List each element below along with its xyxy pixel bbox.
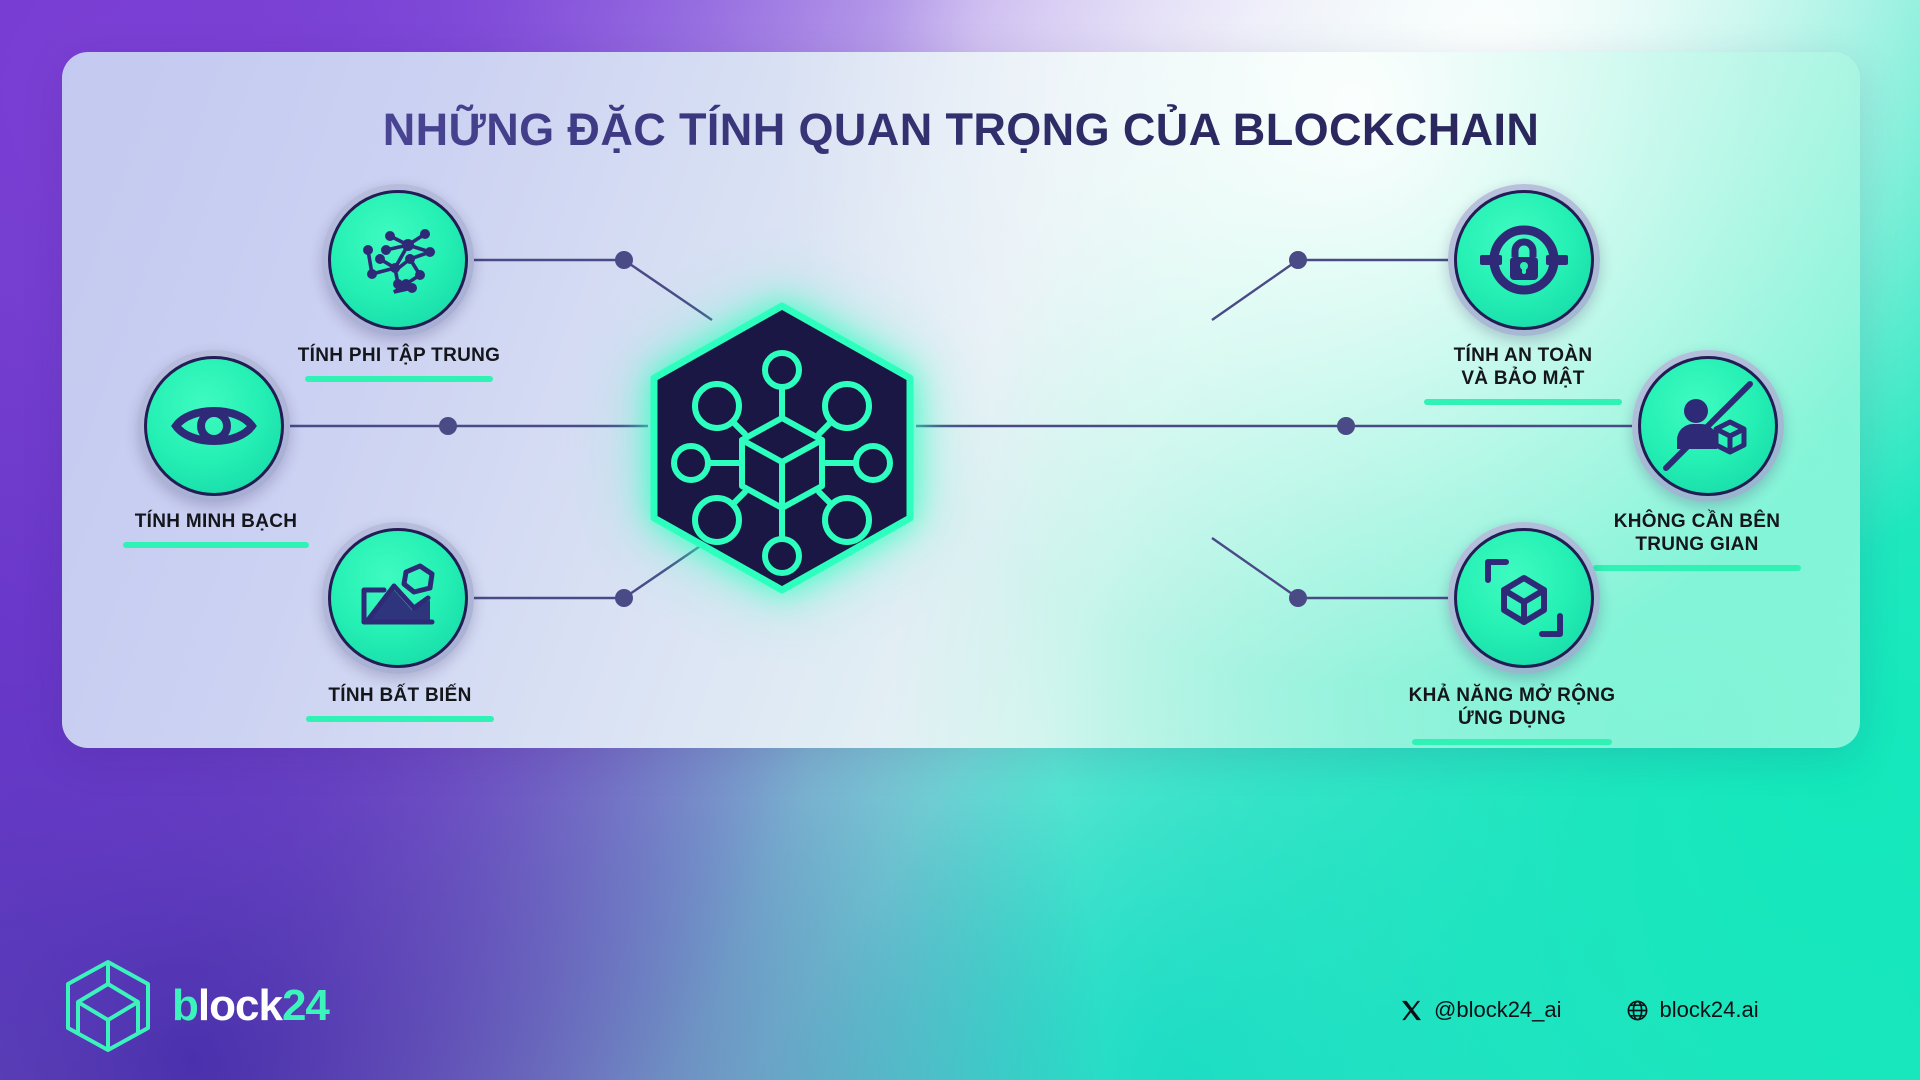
brand-wordmark: block24 [172,981,330,1031]
label-line: TÍNH MINH BẠCH [134,511,298,532]
label-underline [1593,565,1801,572]
label-line: TÍNH AN TOÀN [1453,345,1593,366]
label-underline [1412,739,1612,746]
label-line: KHẢ NĂNG MỞ RỘNG [1408,685,1616,706]
icon-disc [1454,528,1594,668]
social-links: @block24_ai block24.ai [1400,997,1759,1023]
feature-icon-decentralization[interactable] [322,184,474,336]
content-card: NHỮNG ĐẶC TÍNH QUAN TRỌNG CỦA BLOCKCHAIN [62,52,1860,748]
label-line: TÍNH BẤT BIẾN [328,685,472,706]
wordmark-lock: lock [197,981,283,1030]
twitter-link[interactable]: @block24_ai [1400,997,1562,1023]
hexagon-cube-logo-icon [66,960,150,1052]
label-line: VÀ BẢO MẬT [1461,368,1585,390]
x-twitter-icon [1401,1000,1422,1020]
globe-icon [1627,1000,1647,1020]
label-underline [123,542,309,549]
icon-disc [328,528,468,668]
feature-icon-no-intermediary[interactable] [1632,350,1784,502]
label-underline [1424,399,1622,406]
feature-icon-immutability[interactable] [322,522,474,674]
icon-disc [328,190,468,330]
connector-lines [290,251,1632,607]
brand-logo[interactable]: block24 [62,958,330,1054]
feature-label-no-intermediary: KHÔNG CẦN BÊN TRUNG GIAN [1532,510,1860,572]
hexagon-shape-icon [650,302,914,594]
icon-disc [144,356,284,496]
feature-icon-scalability[interactable] [1448,522,1600,674]
wordmark-24: 24 [281,981,330,1030]
eye-icon [171,407,257,445]
feature-icon-security[interactable] [1448,184,1600,336]
label-line: TÍNH PHI TẬP TRUNG [297,345,501,366]
lock-circle-icon [1480,225,1568,295]
feature-label-transparency: TÍNH MINH BẠCH [66,510,366,549]
website-link[interactable]: block24.ai [1626,997,1759,1023]
icon-disc [1638,356,1778,496]
website-url: block24.ai [1659,997,1759,1022]
twitter-handle: @block24_ai [1434,997,1562,1022]
feature-label-immutability: TÍNH BẤT BIẾN [252,684,548,723]
label-line: TRUNG GIAN [1635,534,1759,556]
icon-disc [1454,190,1594,330]
feature-label-decentralization: TÍNH PHI TẬP TRUNG [244,344,554,383]
page-title: NHỮNG ĐẶC TÍNH QUAN TRỌNG CỦA BLOCKCHAIN [62,104,1860,156]
label-underline [306,716,494,723]
scale-cube-icon [1485,559,1563,637]
feature-label-security: TÍNH AN TOÀN VÀ BẢO MẬT [1362,344,1684,406]
label-underline [305,376,493,383]
layers-mountain-icon [361,563,435,625]
network-nodes-icon [363,229,436,294]
feature-icon-transparency[interactable] [138,350,290,502]
label-line: KHÔNG CẦN BÊN [1613,511,1781,532]
center-blockchain-hexagon [648,302,916,594]
no-middleman-icon [1663,381,1753,471]
wordmark-b: b [172,981,199,1030]
feature-label-scalability: KHẢ NĂNG MỞ RỘNG ỨNG DỤNG [1342,684,1682,746]
label-line: ỨNG DỤNG [1458,708,1566,730]
